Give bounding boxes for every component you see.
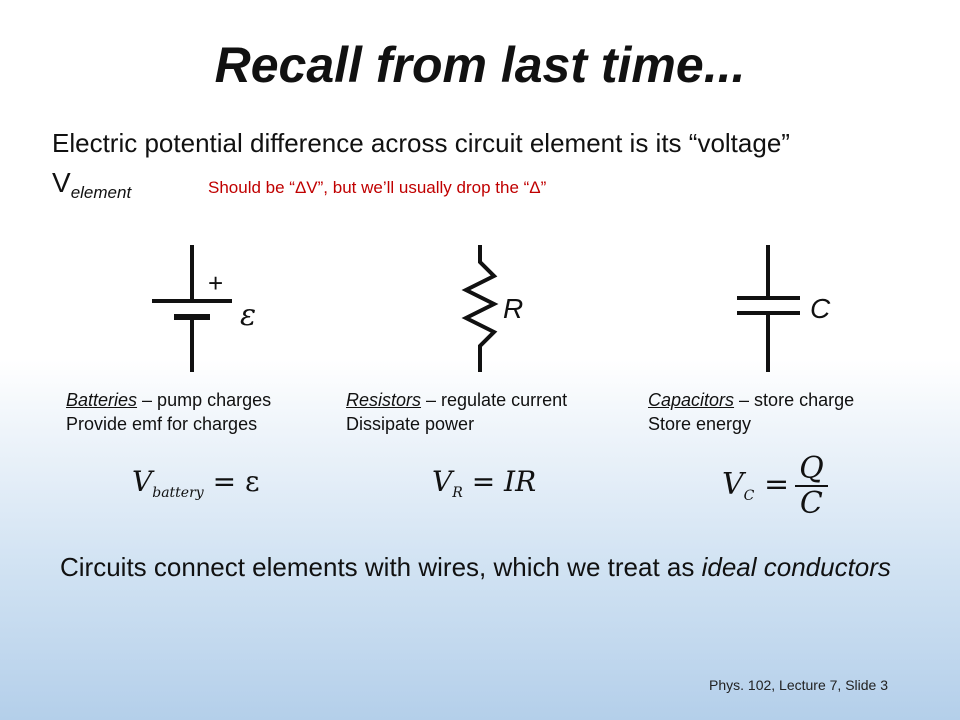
battery-description-line1: Batteries – pump charges	[66, 388, 271, 412]
battery-plus-sign: +	[208, 268, 223, 298]
capacitor-eq-numerator: Q	[795, 452, 828, 487]
intro-text: Electric potential difference across cir…	[52, 128, 790, 158]
resistor-eq-rhs: = IR	[471, 465, 537, 498]
battery-emf-label: ε	[240, 298, 256, 333]
capacitor-eq-subscript: C	[743, 488, 755, 504]
resistor-description-line1: Resistors – regulate current	[346, 388, 567, 412]
capacitor-label: C	[810, 293, 831, 324]
battery-role: – pump charges	[137, 390, 272, 410]
battery-eq-rhs: = ε	[212, 465, 260, 498]
battery-equation: Vbattery = ε	[132, 465, 259, 501]
battery-eq-v: V	[132, 465, 153, 498]
delta-note: Should be “ΔV”, but we’ll usually drop t…	[208, 178, 547, 197]
capacitor-eq-equals: =	[763, 467, 790, 502]
closing-text: Circuits connect elements with wires, wh…	[60, 552, 702, 582]
resistor-symbol	[461, 245, 499, 372]
resistor-description-line2: Dissipate power	[346, 414, 475, 435]
resistor-role: – regulate current	[421, 390, 568, 410]
capacitor-name: Capacitors	[648, 390, 735, 410]
v-element-symbol: Velement	[52, 166, 131, 203]
battery-description-line2: Provide emf for charges	[66, 414, 258, 435]
battery-name: Batteries	[66, 390, 138, 410]
resistor-label: R	[503, 293, 523, 324]
resistor-eq-subscript: R	[452, 485, 463, 501]
closing-emphasis: ideal conductors	[701, 552, 891, 582]
slide-title: Recall from last time...	[214, 37, 746, 93]
v-element-subscript: element	[70, 183, 132, 202]
resistor-equation: VR = IR	[432, 465, 536, 501]
capacitor-description-line2: Store energy	[648, 414, 752, 435]
capacitor-eq-denominator: C	[799, 486, 823, 521]
v-element-main: V	[52, 167, 71, 198]
capacitor-symbol	[737, 245, 800, 372]
capacitor-role: – store charge	[734, 390, 855, 410]
resistor-name: Resistors	[346, 390, 422, 410]
capacitor-description-line1: Capacitors – store charge	[648, 388, 854, 412]
resistor-description: Resistors – regulate current Dissipate p…	[346, 388, 567, 437]
slide-footer: Phys. 102, Lecture 7, Slide 3	[709, 677, 888, 693]
resistor-zigzag	[461, 245, 499, 372]
resistor-eq-v: V	[432, 465, 453, 498]
battery-symbol	[152, 245, 232, 372]
capacitor-description: Capacitors – store charge Store energy	[648, 388, 854, 437]
battery-description: Batteries – pump charges Provide emf for…	[66, 388, 271, 437]
closing-statement: Circuits connect elements with wires, wh…	[60, 550, 920, 585]
battery-eq-subscript: battery	[152, 485, 204, 501]
capacitor-eq-v: V	[722, 467, 744, 502]
